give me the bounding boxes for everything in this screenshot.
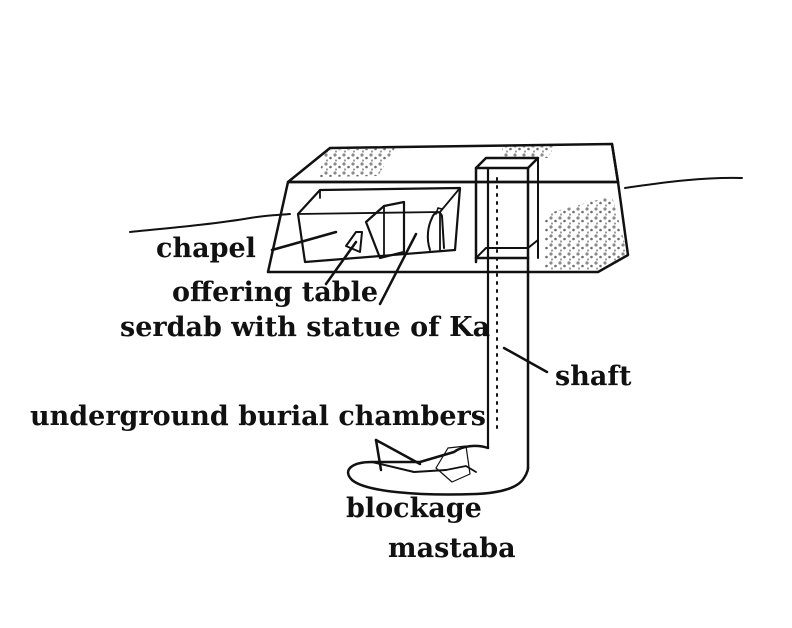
- leader-offering-table: [324, 240, 358, 286]
- leader-chapel: [270, 230, 338, 252]
- serdab-block: [364, 200, 406, 260]
- leader-chambers-left: [374, 438, 383, 472]
- mastaba-structure: [266, 142, 630, 274]
- blockage: [435, 445, 471, 483]
- ground-line-left: [129, 213, 291, 233]
- label-mastaba: mastaba: [388, 533, 516, 564]
- shaft: [474, 156, 540, 470]
- label-burial-chambers: underground burial chambers: [30, 401, 486, 432]
- rubble-right-side: [545, 196, 628, 270]
- mastaba-front-face: [266, 180, 630, 274]
- offering-table: [345, 231, 363, 253]
- leader-chambers-right: [374, 438, 422, 466]
- leader-shaft: [502, 346, 549, 374]
- label-blockage: blockage: [346, 493, 482, 524]
- burial-chambers: [346, 444, 530, 496]
- label-serdab: serdab with statue of Ka: [120, 312, 490, 343]
- statue-of-ka: [426, 207, 445, 251]
- ground-line-right: [624, 176, 743, 189]
- label-shaft: shaft: [555, 361, 632, 392]
- rubble-top-left: [318, 148, 395, 177]
- chapel-room: [296, 186, 462, 264]
- leader-serdab: [378, 232, 418, 306]
- label-offering-table: offering table: [172, 277, 378, 308]
- label-chapel: chapel: [156, 233, 256, 264]
- rubble-top-center: [500, 145, 555, 158]
- mastaba-right-edge: [610, 142, 620, 184]
